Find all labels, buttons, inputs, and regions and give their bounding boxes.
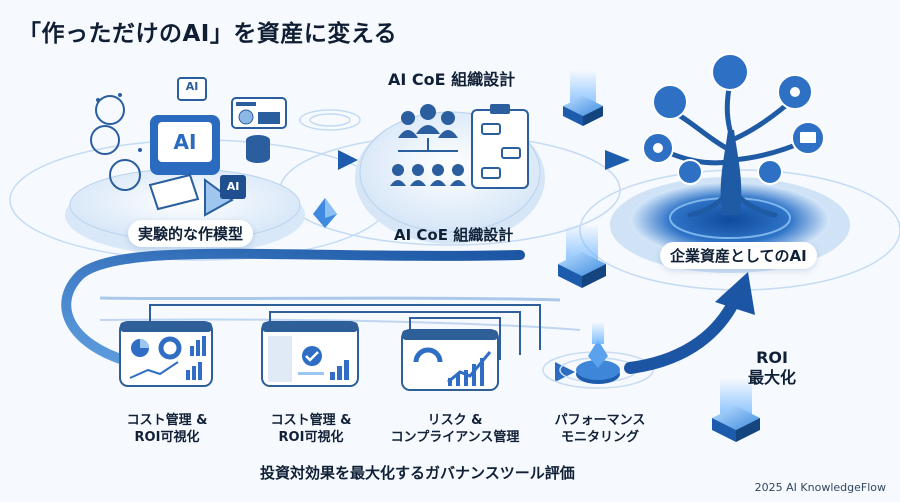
ai-badge-main: AI [173,130,197,154]
prototype-label: 実験的な作模型 [128,220,254,247]
ai-badge-small: AI [185,80,199,93]
bottom-caption: 投資対効果を最大化するガバナンスツール評価 [260,464,575,482]
tool-label-1: コスト管理 & ROI可視化 [126,413,208,445]
ai-chip-label: AI [226,180,240,193]
dashboard-3-graphics [401,329,499,391]
page-title: 「作っただけのAI」を資産に変える [18,21,398,47]
asset-label: 企業資産としてのAI [660,242,817,269]
prototype-icon-cluster [90,77,287,217]
dashboard-2-graphics [261,321,359,387]
tool-label-3: リスク & コンプライアンス管理 [390,413,520,445]
tool-label-2: コスト管理 & ROI可視化 [270,413,352,445]
credit-text: 2025 AI KnowledgeFlow [754,481,886,494]
coe-top-heading: AI CoE 組織設計 [388,70,516,89]
roi-label: ROI 最大化 [748,348,797,387]
dashboard-1-graphics [119,321,213,387]
coe-label: AI CoE 組織設計 [394,226,514,244]
stage-arrows [290,150,630,170]
asset-tree [642,53,825,218]
roi-arrow [624,272,755,374]
tool-label-4: パフォーマンス モニタリング [554,413,646,445]
monitoring-node [542,322,654,389]
coe-org-icons [390,104,529,189]
floating-cubes [313,70,760,442]
